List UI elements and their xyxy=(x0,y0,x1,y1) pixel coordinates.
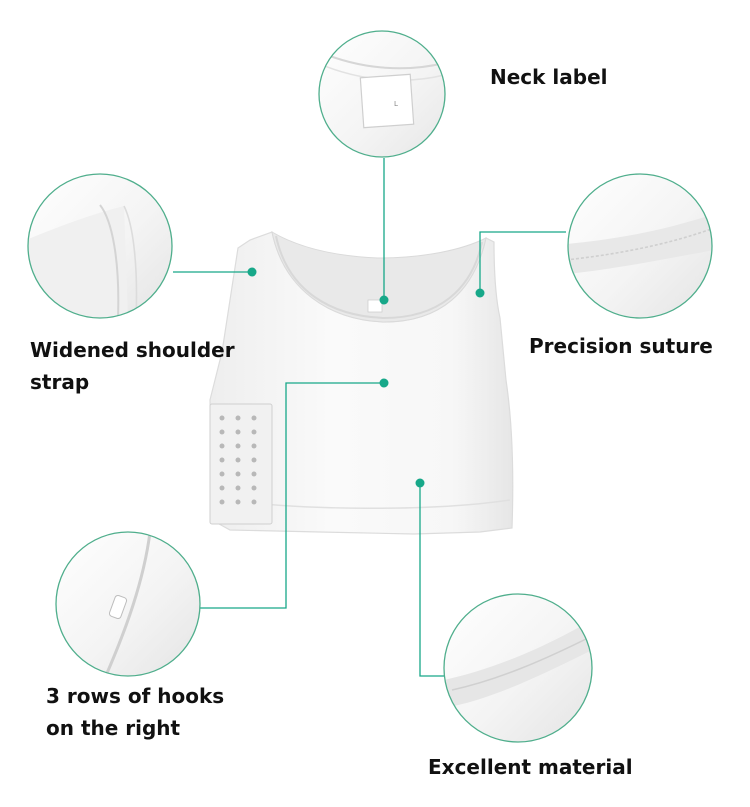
material-dot-icon xyxy=(415,478,425,488)
hooks-connector xyxy=(200,382,384,609)
precision-suture-caption: Precision suture xyxy=(529,334,713,358)
connector-lines xyxy=(173,158,566,677)
suture-connector xyxy=(479,231,566,293)
neck-label-detail-circle: L xyxy=(318,30,446,158)
svg-text:L: L xyxy=(394,100,398,108)
excellent-material-caption: Excellent material xyxy=(428,755,633,779)
suture-dot-icon xyxy=(475,288,485,298)
shoulder-strap-detail-circle xyxy=(27,173,173,319)
neck-label-caption: Neck label xyxy=(490,65,608,89)
shoulder-strap-caption-line1: Widened shoulder xyxy=(30,338,235,362)
shoulder-strap-caption-line2: strap xyxy=(30,370,90,394)
strap-dot-icon xyxy=(247,267,257,277)
material-connector xyxy=(419,483,444,677)
hooks-detail-circle xyxy=(55,531,201,677)
neckline-binding xyxy=(275,235,483,320)
garment-inner-back xyxy=(271,231,487,323)
neck-label-dot-icon xyxy=(379,295,389,305)
pointer-dots xyxy=(247,267,485,488)
hook-and-eye-panel xyxy=(209,403,273,525)
hooks-caption-line2: on the right xyxy=(46,716,181,740)
precision-suture-detail-circle xyxy=(567,173,713,319)
neck-label-tag xyxy=(367,299,383,313)
hooks-dot-icon xyxy=(379,378,389,388)
hooks-caption-line1: 3 rows of hooks xyxy=(46,684,225,708)
material-detail-circle xyxy=(443,593,593,743)
